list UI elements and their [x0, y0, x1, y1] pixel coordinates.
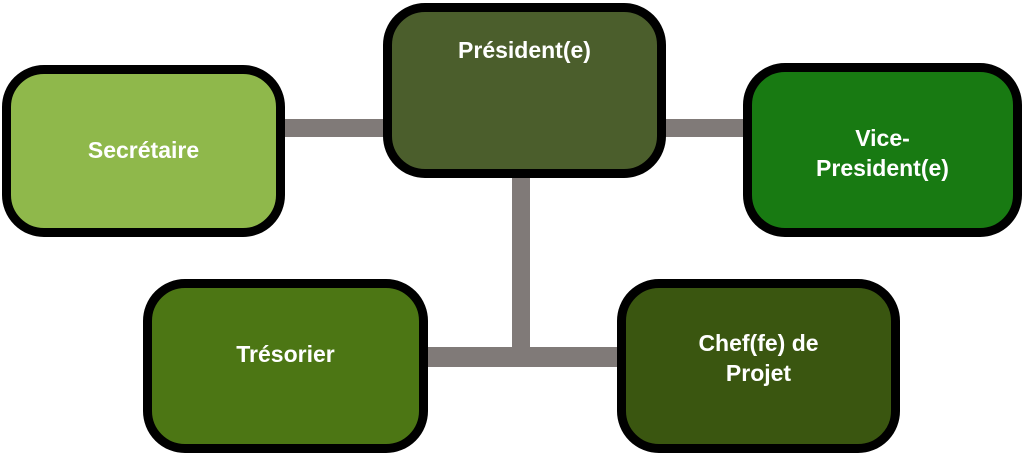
node-president: Président(e)	[383, 3, 666, 178]
connector-president-down	[512, 170, 530, 358]
node-secretaire: Secrétaire	[2, 65, 285, 237]
node-label-chef-projet: Chef(fe) de Projet	[698, 330, 819, 386]
node-label-vice-president: Vice- President(e)	[816, 125, 949, 181]
node-chef-projet: Chef(fe) de Projet	[617, 279, 900, 453]
connector-secretaire-president	[275, 119, 395, 137]
node-vice-president: Vice- President(e)	[743, 63, 1022, 237]
connector-president-vice-president	[655, 119, 755, 137]
connector-horizontal-bottom	[420, 347, 630, 367]
node-label-president: Président(e)	[458, 36, 591, 63]
node-label-tresorier: Trésorier	[236, 341, 335, 368]
node-label-secretaire: Secrétaire	[87, 137, 200, 164]
node-tresorier: Trésorier	[143, 279, 428, 453]
